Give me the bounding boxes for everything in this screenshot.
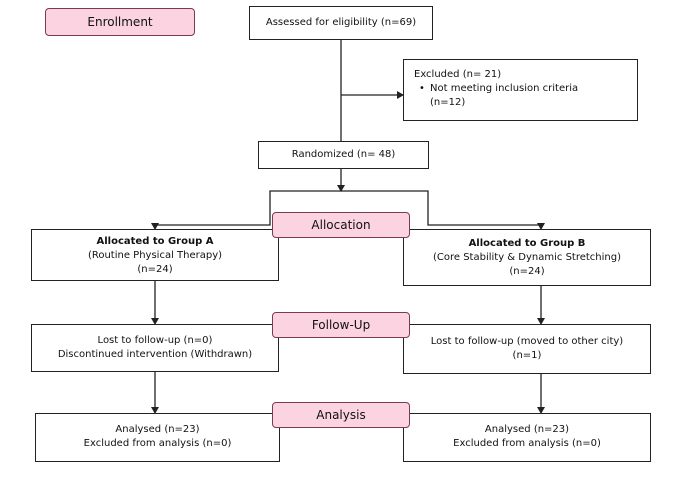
group-a-allocation-subtitle: (Routine Physical Therapy) bbox=[87, 250, 223, 261]
group-a-allocation-title: Allocated to Group A bbox=[96, 236, 214, 247]
group-a-followup-line2: Discontinued intervention (Withdrawn) bbox=[57, 349, 253, 360]
group-a-allocation-box: Allocated to Group A (Routine Physical T… bbox=[31, 229, 279, 281]
group-b-allocation-title: Allocated to Group B bbox=[468, 238, 586, 249]
stage-analysis-text: Analysis bbox=[316, 408, 366, 422]
eligibility-box: Assessed for eligibility (n=69) bbox=[249, 6, 433, 40]
group-b-followup-line2: (n=1) bbox=[512, 350, 542, 361]
group-b-followup-box: Lost to follow-up (moved to other city) … bbox=[403, 324, 651, 374]
group-b-allocation-box: Allocated to Group B (Core Stability & D… bbox=[403, 229, 651, 286]
group-b-analysis-line2: Excluded from analysis (n=0) bbox=[453, 438, 601, 449]
excluded-reason-line2: (n=12) bbox=[430, 97, 466, 108]
randomized-box: Randomized (n= 48) bbox=[258, 141, 429, 169]
stage-enrollment-label: Enrollment bbox=[45, 8, 195, 36]
excluded-reason: • Not meeting inclusion criteria (n=12) bbox=[414, 82, 637, 110]
group-b-analysis-box: Analysed (n=23) Excluded from analysis (… bbox=[403, 413, 651, 462]
stage-follow-up-label: Follow-Up bbox=[272, 312, 410, 338]
group-b-followup-line1: Lost to follow-up (moved to other city) bbox=[430, 336, 624, 347]
connector-split-right bbox=[341, 190, 545, 230]
group-a-allocation-count: (n=24) bbox=[137, 264, 173, 275]
bullet-icon: • bbox=[419, 83, 425, 94]
stage-analysis-label: Analysis bbox=[272, 402, 410, 428]
stage-enrollment-text: Enrollment bbox=[87, 15, 153, 29]
group-a-analysis-box: Analysed (n=23) Excluded from analysis (… bbox=[35, 413, 280, 462]
group-b-allocation-count: (n=24) bbox=[509, 266, 545, 277]
randomized-text: Randomized (n= 48) bbox=[291, 149, 396, 160]
excluded-box: Excluded (n= 21) • Not meeting inclusion… bbox=[403, 59, 638, 121]
excluded-reason-line1: Not meeting inclusion criteria bbox=[430, 83, 579, 94]
group-a-analysis-line2: Excluded from analysis (n=0) bbox=[83, 438, 232, 449]
excluded-title: Excluded (n= 21) bbox=[414, 69, 502, 80]
group-a-followup-line1: Lost to follow-up (n=0) bbox=[97, 335, 213, 346]
connector-split-left bbox=[151, 190, 341, 230]
stage-allocation-text: Allocation bbox=[311, 218, 371, 232]
excluded-reason-text: Not meeting inclusion criteria (n=12) bbox=[430, 82, 578, 110]
group-a-analysis-line1: Analysed (n=23) bbox=[115, 424, 200, 435]
group-a-followup-box: Lost to follow-up (n=0) Discontinued int… bbox=[31, 324, 279, 372]
group-b-allocation-subtitle: (Core Stability & Dynamic Stretching) bbox=[432, 252, 621, 263]
stage-follow-up-text: Follow-Up bbox=[311, 318, 371, 332]
group-b-analysis-line1: Analysed (n=23) bbox=[484, 424, 570, 435]
stage-allocation-label: Allocation bbox=[272, 212, 410, 238]
eligibility-text: Assessed for eligibility (n=69) bbox=[265, 17, 417, 28]
